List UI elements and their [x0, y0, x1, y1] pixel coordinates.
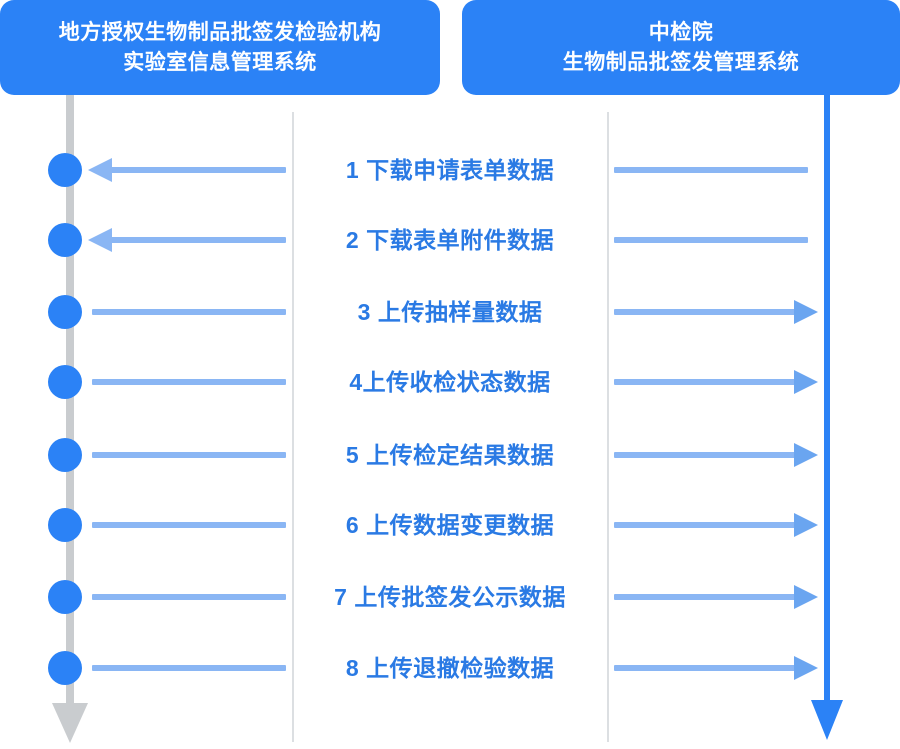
lifeline-node-dot: [48, 223, 82, 257]
lifeline-node-dot: [48, 153, 82, 187]
message-label[interactable]: 3 上传抽样量数据: [357, 299, 543, 325]
header-right-line-2: 生物制品批签发管理系统: [562, 50, 800, 74]
header-left-line-1: 地方授权生物制品批签发检验机构: [58, 20, 382, 44]
header-right-line-1: 中检院: [648, 20, 714, 44]
message-line-right: [614, 452, 796, 458]
message-line-right: [614, 522, 796, 528]
arrow-left-icon: [88, 228, 112, 252]
header-box-nifdc: 中检院 生物制品批签发管理系统: [462, 0, 900, 95]
lifeline-node-dot: [48, 295, 82, 329]
message-label[interactable]: 1 下载申请表单数据: [345, 157, 555, 183]
message-line-left: [92, 309, 286, 315]
message-label[interactable]: 7 上传批签发公示数据: [334, 584, 566, 610]
lifeline-node-dot: [48, 651, 82, 685]
arrow-right-icon: [794, 656, 818, 680]
message-label[interactable]: 8 上传退撤检验数据: [345, 655, 555, 681]
message-line-left: [110, 237, 286, 243]
left-lifeline-arrow-down-icon: [52, 703, 88, 743]
message-line-left: [92, 665, 286, 671]
arrow-right-icon: [794, 513, 818, 537]
message-label[interactable]: 6 上传数据变更数据: [345, 512, 555, 538]
column-divider-right: [607, 112, 609, 742]
message-line-right: [614, 309, 796, 315]
arrow-right-icon: [794, 300, 818, 324]
lifeline-node-dot: [48, 438, 82, 472]
left-lifeline: [66, 95, 74, 715]
message-line-right: [614, 237, 808, 243]
arrow-right-icon: [794, 443, 818, 467]
message-line-left: [92, 379, 286, 385]
message-line-right: [614, 379, 796, 385]
column-divider-left: [292, 112, 294, 742]
message-label[interactable]: 5 上传检定结果数据: [345, 442, 555, 468]
message-line-right: [614, 594, 796, 600]
message-line-left: [92, 522, 286, 528]
message-label[interactable]: 2 下载表单附件数据: [345, 227, 555, 253]
message-line-left: [110, 167, 286, 173]
right-lifeline-arrow-down-icon: [811, 700, 843, 740]
message-line-right: [614, 665, 796, 671]
arrow-right-icon: [794, 370, 818, 394]
lifeline-node-dot: [48, 508, 82, 542]
lifeline-node-dot: [48, 365, 82, 399]
arrow-left-icon: [88, 158, 112, 182]
header-box-local-institution: 地方授权生物制品批签发检验机构 实验室信息管理系统: [0, 0, 440, 95]
message-line-left: [92, 452, 286, 458]
message-line-left: [92, 594, 286, 600]
message-line-right: [614, 167, 808, 173]
arrow-right-icon: [794, 585, 818, 609]
lifeline-node-dot: [48, 580, 82, 614]
message-label[interactable]: 4上传收检状态数据: [349, 369, 551, 395]
right-lifeline: [824, 95, 830, 711]
header-left-line-2: 实验室信息管理系统: [123, 50, 317, 74]
